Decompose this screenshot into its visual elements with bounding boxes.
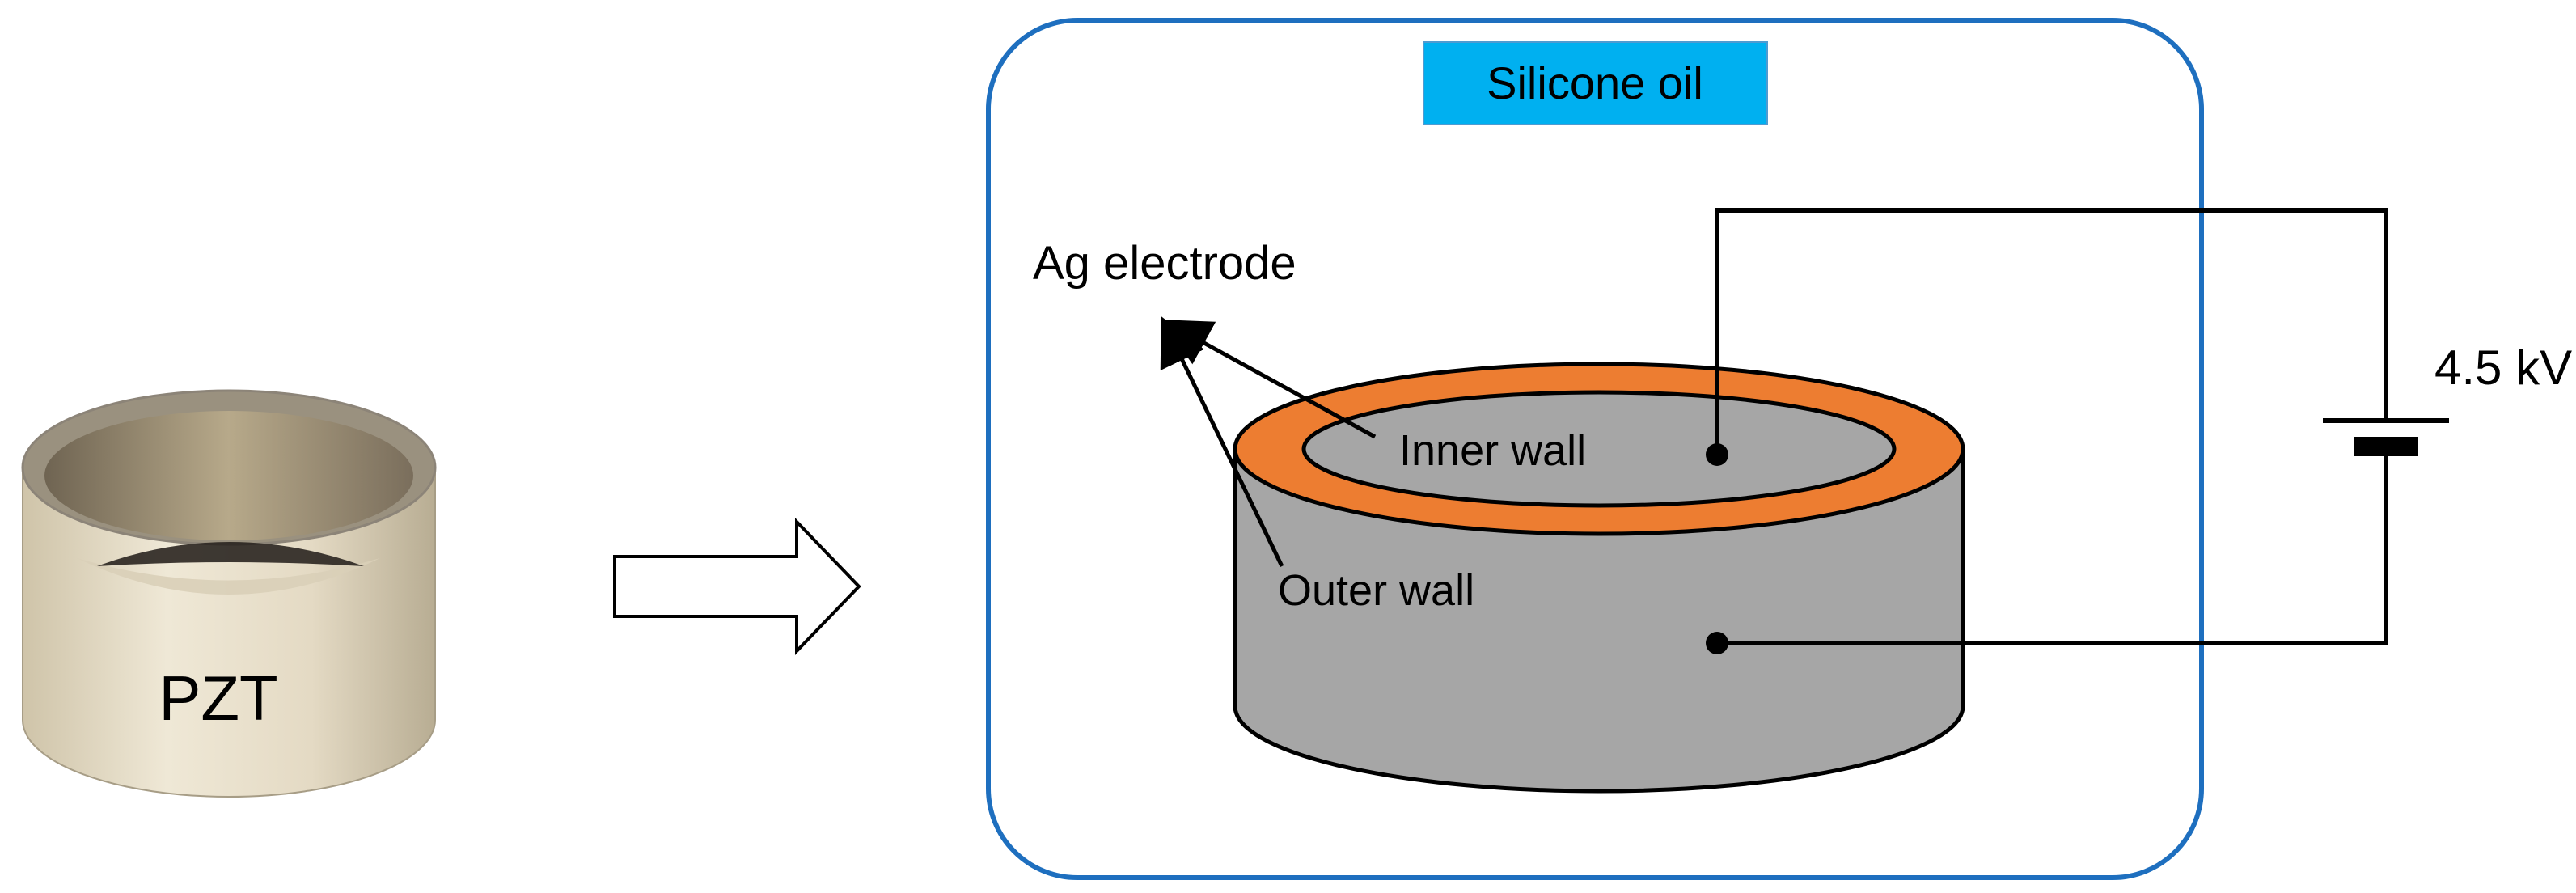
- pzt-label: PZT: [159, 662, 277, 734]
- silicone-oil-container: [986, 18, 2204, 880]
- process-arrow: [613, 518, 861, 655]
- outer-wall-label: Outer wall: [1278, 566, 1474, 615]
- pzt-cylinder: [1233, 362, 1965, 794]
- dc-voltage-source: [2323, 418, 2449, 456]
- silicone-oil-badge: Silicone oil: [1423, 41, 1768, 125]
- poling-circuit: [1715, 208, 2388, 645]
- voltage-label: 4.5 kV: [2434, 341, 2572, 395]
- ag-electrode-label: Ag electrode: [1033, 237, 1296, 290]
- outer-contact-dot: [1706, 632, 1728, 654]
- electrode-pointers: [1160, 315, 1377, 568]
- inner-contact-dot: [1706, 443, 1728, 466]
- inner-wall-label: Inner wall: [1399, 426, 1586, 475]
- pzt-ring-image: [21, 389, 437, 798]
- silicone-oil-label: Silicone oil: [1487, 57, 1703, 108]
- inner-wall-surface: [1301, 390, 1897, 508]
